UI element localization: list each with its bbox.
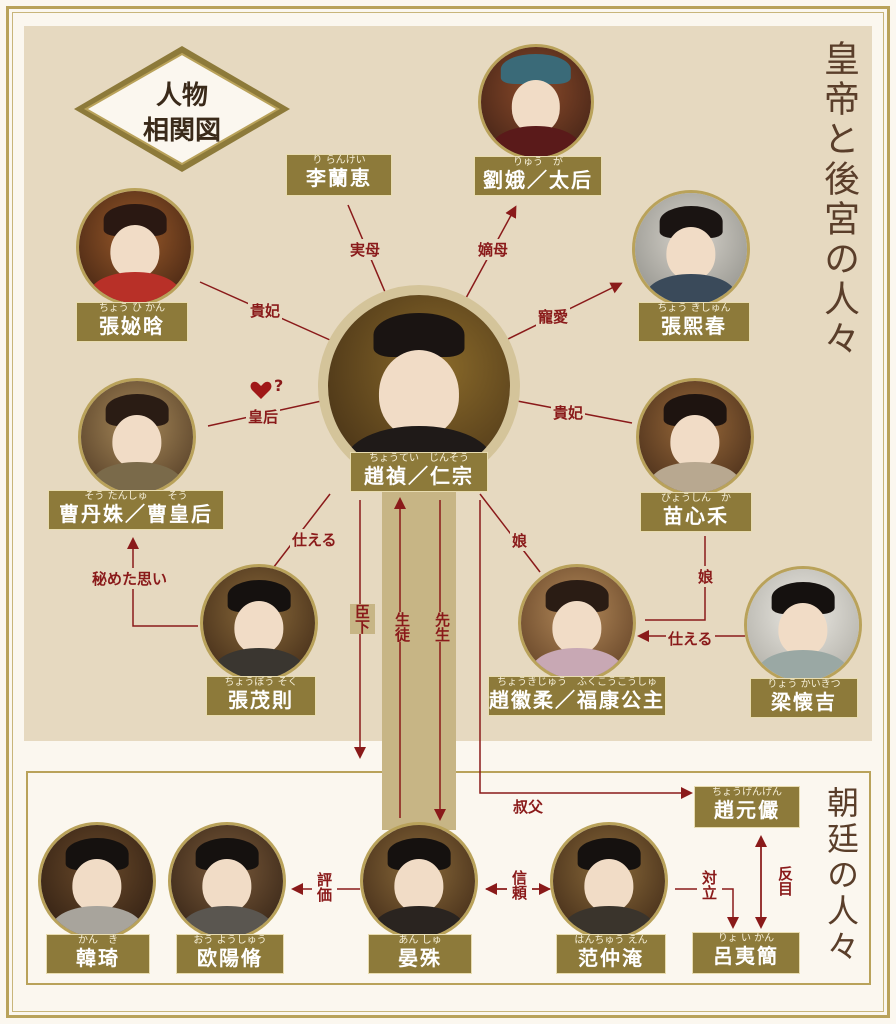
nameplate-liu-e: りゅう が劉娥／太后 (474, 156, 602, 196)
label-oppose: 対立 (697, 870, 722, 900)
label-uncle: 叔父 (511, 796, 546, 817)
portrait-liang (744, 566, 862, 684)
label-evaluates: 評価 (312, 872, 337, 902)
label-subject: 臣下 (350, 604, 375, 634)
label-daughter-right: 娘 (696, 566, 716, 587)
portrait-liu-e (478, 44, 594, 160)
label-noble-consort-right: 貴妃 (551, 402, 586, 423)
label-turn-against: 反目 (773, 866, 798, 896)
portrait-fan (550, 822, 668, 940)
heart-question-icon: ? (250, 376, 284, 400)
portrait-zhang-xichun (632, 190, 750, 308)
label-serves-right: 仕える (666, 628, 715, 649)
nameplate-huirou: ちょうきじゅう ふくこうこうしゅ趙徽柔／福康公主 (488, 676, 666, 716)
nameplate-ouyang: おう ようしゅう欧陽脩 (176, 934, 284, 974)
portrait-zhang-wanhao (76, 188, 194, 306)
nameplate-miao: びょうしん か苗心禾 (640, 492, 752, 532)
nameplate-zhang-wanhao: ちょう ひ かん張妼晗 (76, 302, 188, 342)
nameplate-fan: はんちゅう えん范仲淹 (556, 934, 666, 974)
nameplate-zhao-yuanyan: ちょうげんげん趙元儼 (694, 786, 800, 828)
label-serves-top: 仕える (290, 529, 339, 550)
portrait-ouyang (168, 822, 286, 940)
label-birth-mother: 実母 (348, 239, 383, 260)
title-line2: 相関図 (143, 116, 221, 146)
title-line1: 人物 (156, 81, 208, 111)
label-trust: 信頼 (507, 870, 532, 900)
label-teacher: 先生 (430, 612, 455, 642)
section-title-lower: 朝廷の人々 (822, 786, 860, 966)
label-empress: 皇后 (246, 406, 281, 427)
label-noble-consort-left: 貴妃 (248, 300, 283, 321)
heart-icon (250, 381, 272, 399)
section-title-upper: 皇帝と後宮の人々 (818, 40, 859, 360)
label-legal-mother: 嫡母 (476, 239, 511, 260)
nameplate-lu: りょ い かん呂夷簡 (692, 932, 800, 974)
label-student: 生徒 (390, 612, 415, 642)
nameplate-emperor: ちょうてい じんそう趙禎／仁宗 (350, 452, 488, 492)
nameplate-zhang-maoze: ちょうぼう そく張茂則 (206, 676, 316, 716)
portrait-zhang-maoze (200, 564, 318, 682)
nameplate-cao: そう たんしゅ そう曹丹姝／曹皇后 (48, 490, 224, 530)
label-favored: 寵愛 (536, 306, 571, 327)
title-badge: 人物 相関図 (74, 46, 290, 172)
central-trunk (382, 490, 456, 830)
nameplate-liang: りょう かいきつ梁懐吉 (750, 678, 858, 718)
question-mark: ? (274, 376, 284, 395)
nameplate-li-lanhui: り らんけい李蘭恵 (286, 154, 392, 196)
label-secret-love: 秘めた思い (90, 568, 170, 589)
nameplate-han-qi: かん き韓琦 (46, 934, 150, 974)
label-daughter-left: 娘 (510, 530, 530, 551)
portrait-yan-shu (360, 822, 478, 940)
portrait-huirou (518, 564, 636, 682)
inner-frame (12, 12, 884, 1012)
nameplate-yan-shu: あん しゅ晏殊 (368, 934, 472, 974)
outer-frame (6, 6, 890, 1018)
portrait-cao (78, 378, 196, 496)
portrait-miao (636, 378, 754, 496)
portrait-han-qi (38, 822, 156, 940)
nameplate-zhang-xichun: ちょう きしゅん張煕春 (638, 302, 750, 342)
